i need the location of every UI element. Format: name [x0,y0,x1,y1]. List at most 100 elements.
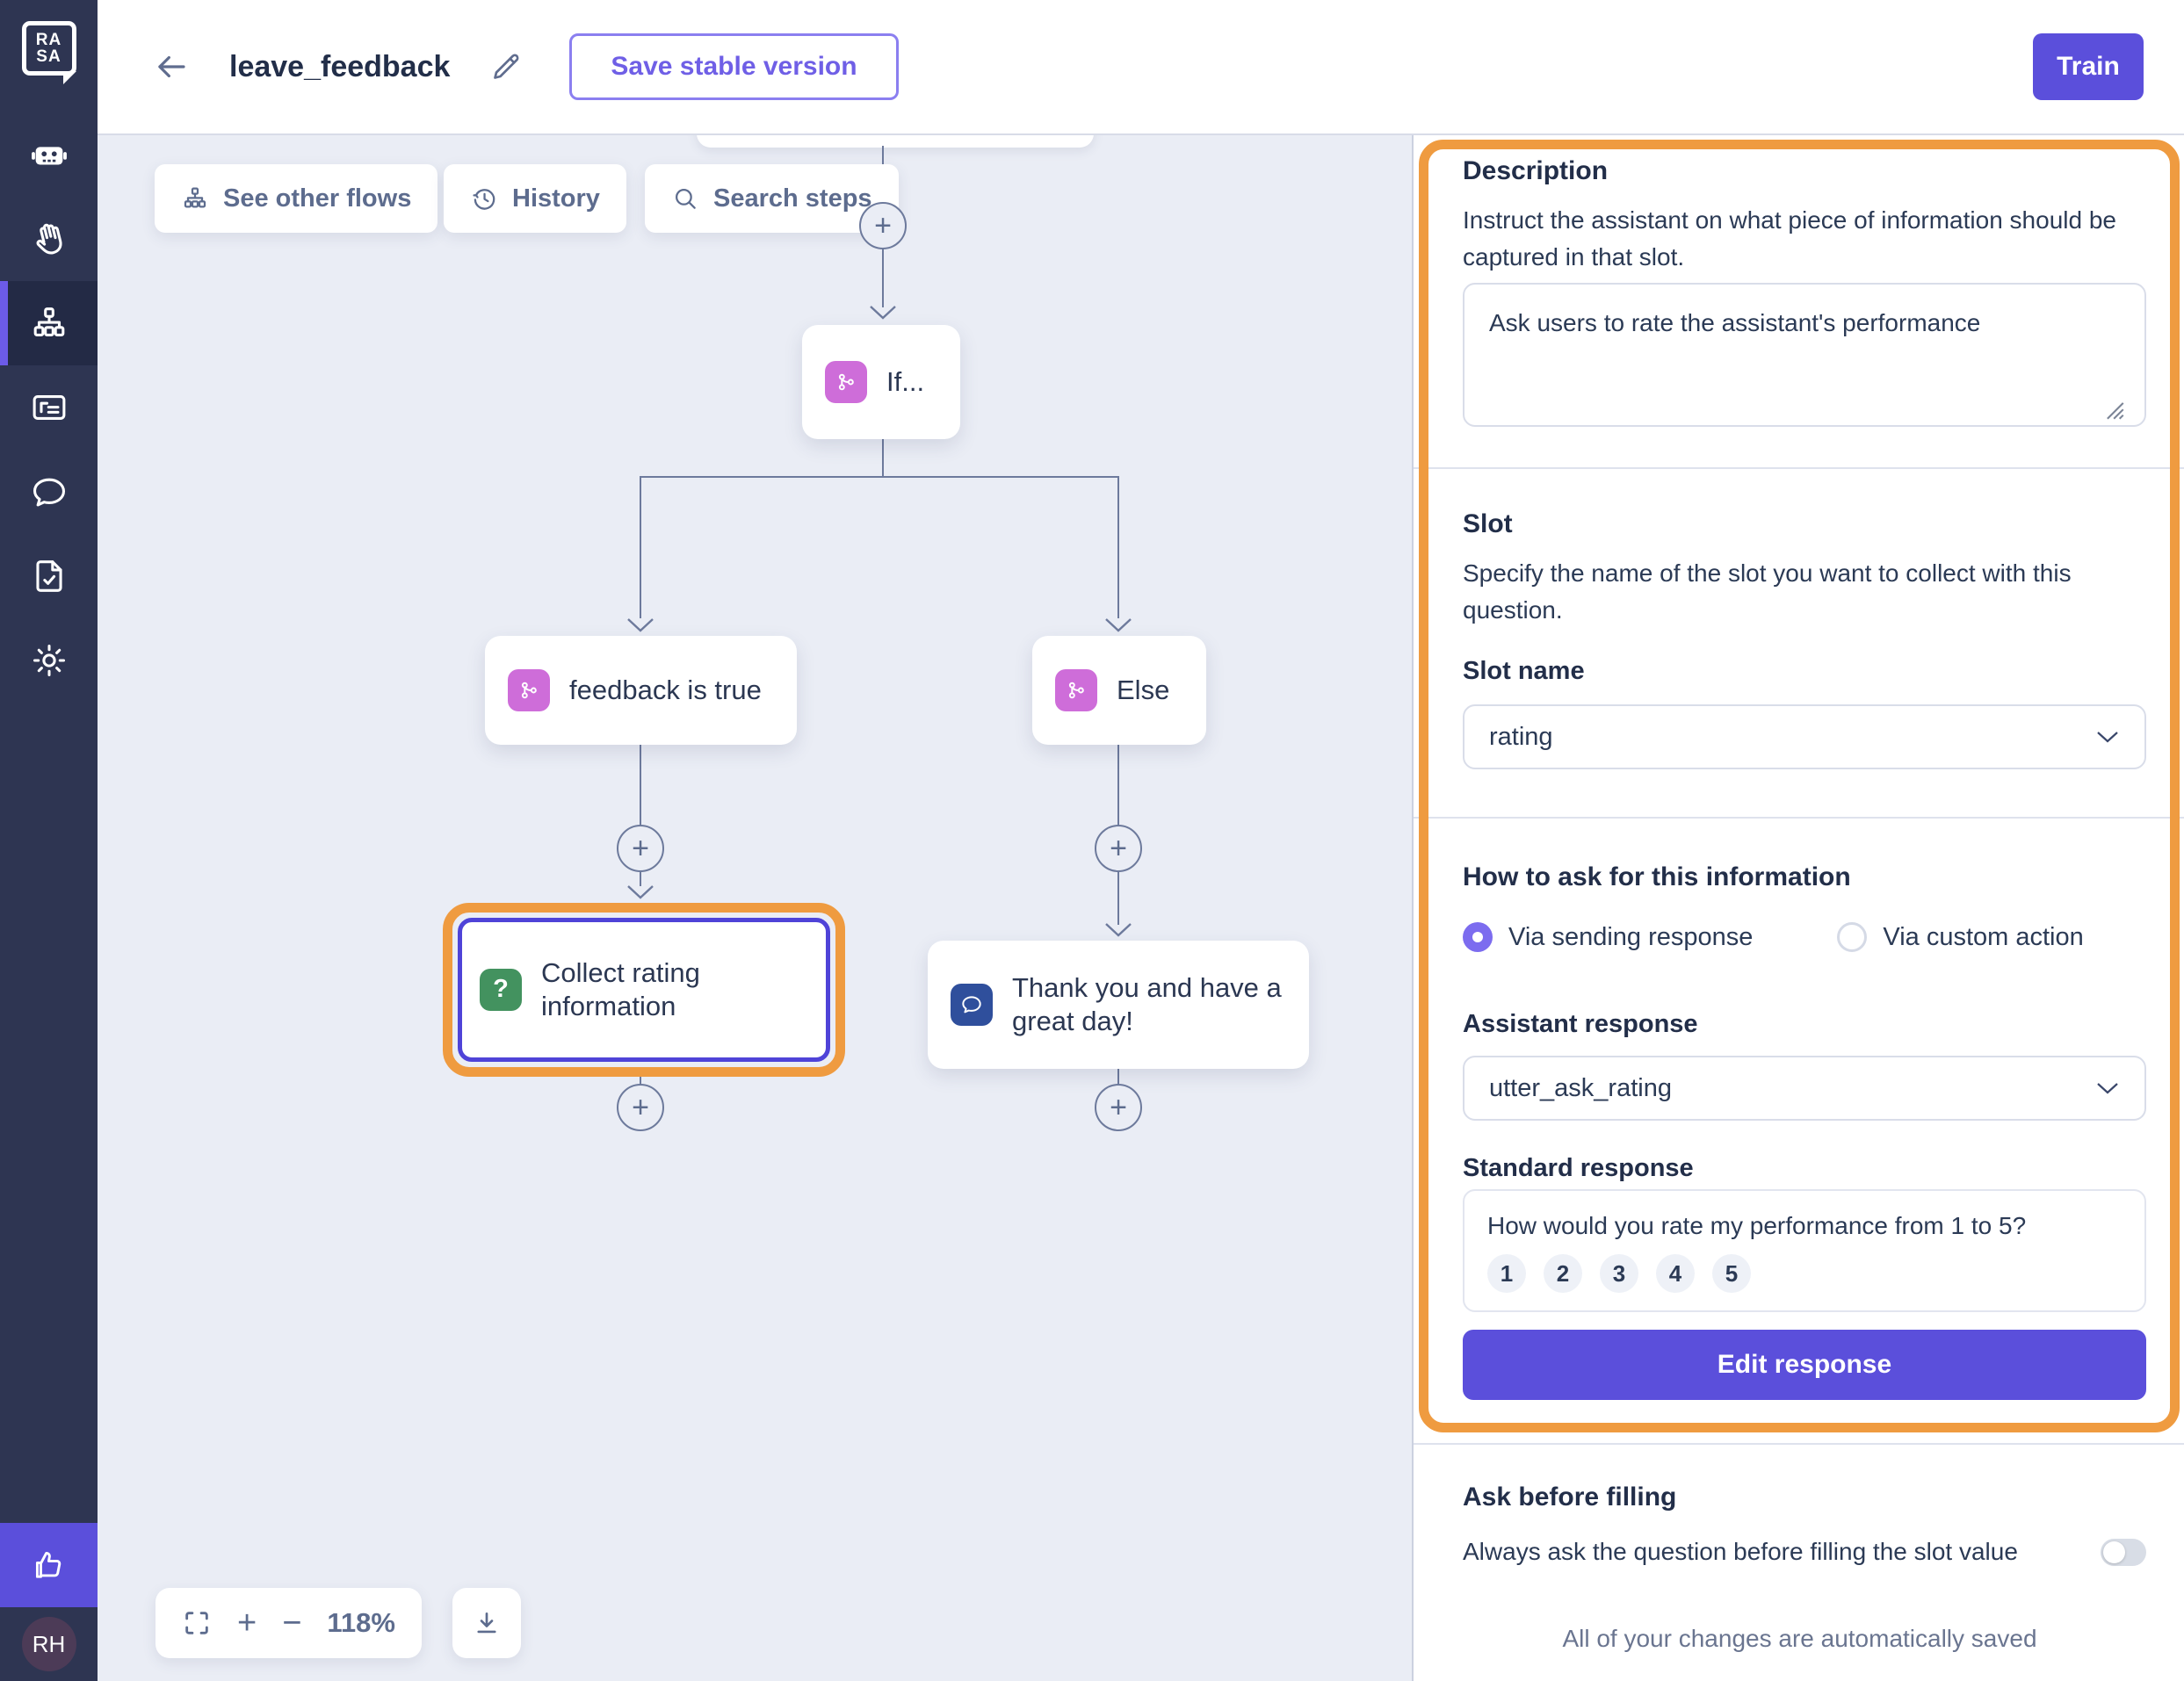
arrow-down-icon [1103,921,1133,939]
zoom-controls: + − 118% [155,1588,422,1658]
flow-node-else[interactable]: Else [1032,636,1206,745]
sidebar-item-flows[interactable] [0,281,98,365]
section-divider [1414,817,2184,819]
flow-node-feedback-true[interactable]: feedback is true [485,636,797,745]
thumbs-up-icon [30,1546,69,1584]
radio-via-sending-response-label[interactable]: Via sending response [1508,922,1754,951]
radio-via-custom-action[interactable] [1837,922,1868,952]
flow-node-label: Collect rating information [541,957,700,1021]
flow-node-if[interactable]: If... [802,325,960,439]
description-help: Instruct the assistant on what piece of … [1463,206,2116,271]
plus-icon: + [1110,831,1127,865]
flow-node-label: If... [886,366,925,398]
flow-node-collect-rating[interactable]: ? Collect rating information [458,918,830,1062]
add-step-button[interactable]: + [617,825,664,872]
zoom-in-button[interactable]: + [237,1605,257,1641]
section-divider [1414,1443,2184,1445]
search-icon [671,184,699,213]
sidebar-item-feedback[interactable] [0,1523,98,1607]
plus-icon: + [874,208,892,242]
chevron-down-icon [2095,1080,2120,1096]
flow-edge [1117,745,1119,826]
add-step-button[interactable]: + [859,202,907,249]
slot-name-value: rating [1489,722,1553,751]
how-to-ask-heading: How to ask for this information [1463,862,1851,891]
branch-icon [825,361,867,403]
message-icon [951,984,993,1026]
see-other-flows-button[interactable]: See other flows [155,164,438,233]
description-heading: Description [1463,156,1609,185]
sidebar-item-conversations[interactable] [0,450,98,534]
slot-heading: Slot [1463,509,1513,538]
fit-view-button[interactable] [182,1608,212,1638]
flow-node-label: Thank you and have a great day! [1012,972,1282,1036]
see-other-flows-label: See other flows [223,184,412,213]
add-step-button[interactable]: + [617,1084,664,1131]
hand-wave-icon [29,219,69,259]
sidebar-item-settings[interactable] [0,618,98,703]
standard-response-preview: How would you rate my performance from 1… [1463,1189,2146,1312]
radio-via-custom-action-label[interactable]: Via custom action [1883,922,2084,951]
flow-node-thank-you[interactable]: Thank you and have a great day! [928,941,1309,1069]
save-stable-version-button[interactable]: Save stable version [569,33,899,100]
train-button[interactable]: Train [2033,33,2144,100]
zoom-level[interactable]: 118% [327,1607,395,1638]
step-settings-panel: Description Instruct the assistant on wh… [1412,135,2184,1681]
assistant-response-select[interactable]: utter_ask_rating [1463,1056,2146,1121]
slot-help: Specify the name of the slot you want to… [1463,559,2072,624]
add-step-button[interactable]: + [1095,1084,1142,1131]
flow-edge [640,872,641,886]
ask-before-filling-heading: Ask before filling [1463,1483,1677,1511]
board-icon [29,387,69,428]
edit-title-button[interactable] [488,49,524,84]
user-avatar[interactable]: RH [21,1617,76,1671]
ask-before-filling-row: Always ask the question before filling t… [1463,1533,2146,1570]
search-steps-button[interactable]: Search steps [645,164,899,233]
download-flow-button[interactable] [452,1588,521,1658]
arrow-down-icon [626,617,655,634]
rasa-logo[interactable]: RA SA [21,21,76,84]
flow-node-label: feedback is true [569,675,762,706]
response-option: 2 [1544,1254,1582,1293]
flow-edge [640,1077,641,1086]
download-icon [472,1608,502,1638]
flow-edge [640,476,641,618]
flow-edge [640,745,641,826]
slot-name-select[interactable]: rating [1463,704,2146,769]
resize-grip-icon[interactable] [2103,399,2126,422]
doc-check-icon [29,556,69,596]
sidebar-item-assistant[interactable] [0,112,98,197]
flows-icon [29,303,69,343]
arrow-down-icon [1103,617,1133,634]
chat-icon [29,472,69,512]
history-button[interactable]: History [444,164,626,233]
flow-node-partial-top[interactable] [697,135,1094,148]
history-icon [470,184,498,213]
add-step-button[interactable]: + [1095,825,1142,872]
description-input[interactable]: Ask users to rate the assistant's perfor… [1463,283,2146,427]
sidebar-nav [0,112,98,703]
sidebar-item-review[interactable] [0,534,98,618]
flow-edge [1117,1069,1119,1086]
flow-edge [882,439,884,478]
flows-icon [181,184,209,213]
branch-icon [508,669,550,711]
ask-method-radios: Via sending response Via custom action [1463,922,2146,952]
section-divider [1414,467,2184,469]
back-button[interactable] [152,47,191,86]
zoom-out-button[interactable]: − [282,1605,302,1641]
arrow-down-icon [626,884,655,901]
arrow-left-icon [153,48,190,85]
radio-via-sending-response[interactable] [1463,922,1493,952]
sidebar-item-content[interactable] [0,365,98,450]
sidebar-item-greet[interactable] [0,197,98,281]
avatar-initials: RH [32,1630,66,1657]
edit-response-button[interactable]: Edit response [1463,1330,2146,1400]
flow-canvas[interactable]: + + + + + See other flows History Search [98,135,1412,1681]
ask-before-filling-toggle[interactable] [2101,1538,2146,1566]
autosave-status: All of your changes are automatically sa… [1562,1625,2037,1652]
plus-icon: + [632,1090,649,1124]
logo-line-2: SA [36,47,61,66]
flow-edge [640,476,1119,478]
